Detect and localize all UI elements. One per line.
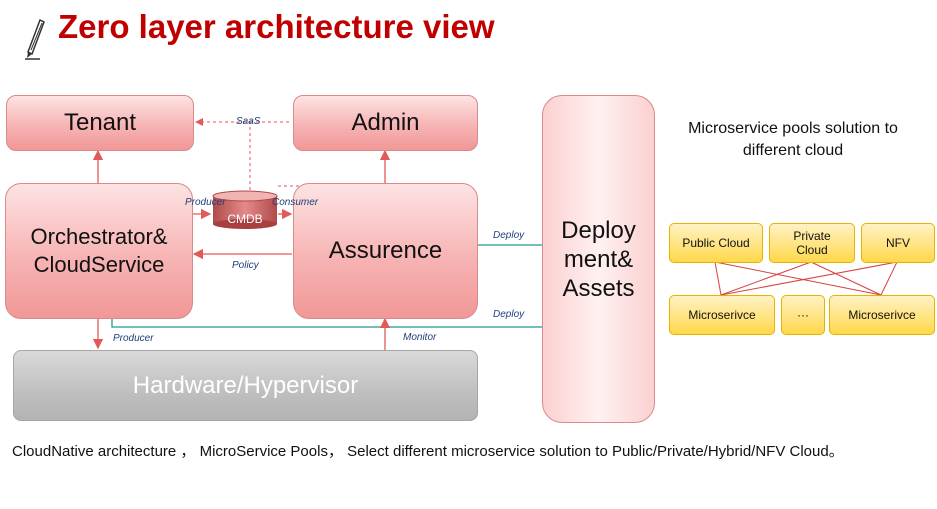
orchestrator-box: Orchestrator& CloudService: [5, 183, 193, 319]
producer-top-label: Producer: [185, 197, 226, 208]
deploy-label-line1: Deploy: [561, 216, 636, 244]
deploy-lower-line: [111, 317, 542, 328]
monitor-label: Monitor: [403, 332, 437, 343]
producer-bottom-label: Producer: [113, 333, 154, 344]
page-title: Zero layer architecture view: [58, 8, 495, 45]
nfv-box: NFV: [861, 223, 935, 263]
public-cloud-box: Public Cloud: [669, 223, 763, 263]
deployment-assets-box: Deploy ment& Assets: [542, 95, 655, 423]
hardware-hypervisor-box: Hardware/Hypervisor: [13, 350, 478, 421]
assurence-box: Assurence: [293, 183, 478, 319]
cmdb-label: CMDB: [227, 212, 263, 226]
caption-text: CloudNative architecture ， MicroService …: [12, 443, 844, 460]
admin-box: Admin: [293, 95, 478, 151]
saas-dashed-line: [195, 118, 251, 190]
saas-label: SaaS: [236, 116, 261, 127]
microservice-links: [714, 261, 898, 296]
microservice-pools-title: Microservice pools solution to different…: [688, 120, 898, 159]
pencil-icon: [25, 18, 45, 60]
cmdb-database-icon: [212, 190, 278, 229]
deploy-lower-label: Deploy: [493, 309, 525, 320]
private-cloud-box: Private Cloud: [769, 223, 855, 263]
microservice-box-2: Microserivce: [829, 295, 935, 335]
deploy-upper-label: Deploy: [493, 230, 525, 241]
deploy-label-line2: ment&: [563, 245, 634, 273]
tenant-box: Tenant: [6, 95, 194, 151]
policy-label: Policy: [232, 260, 259, 271]
consumer-label: Consumer: [272, 197, 319, 208]
microservice-box-1: Microserivce: [669, 295, 775, 335]
deploy-label-line3: Assets: [562, 274, 635, 302]
orchestrator-label-line2: CloudService: [33, 252, 165, 277]
microservice-ellipsis-box: ···: [781, 295, 825, 335]
orchestrator-label-line1: Orchestrator&: [30, 224, 168, 249]
